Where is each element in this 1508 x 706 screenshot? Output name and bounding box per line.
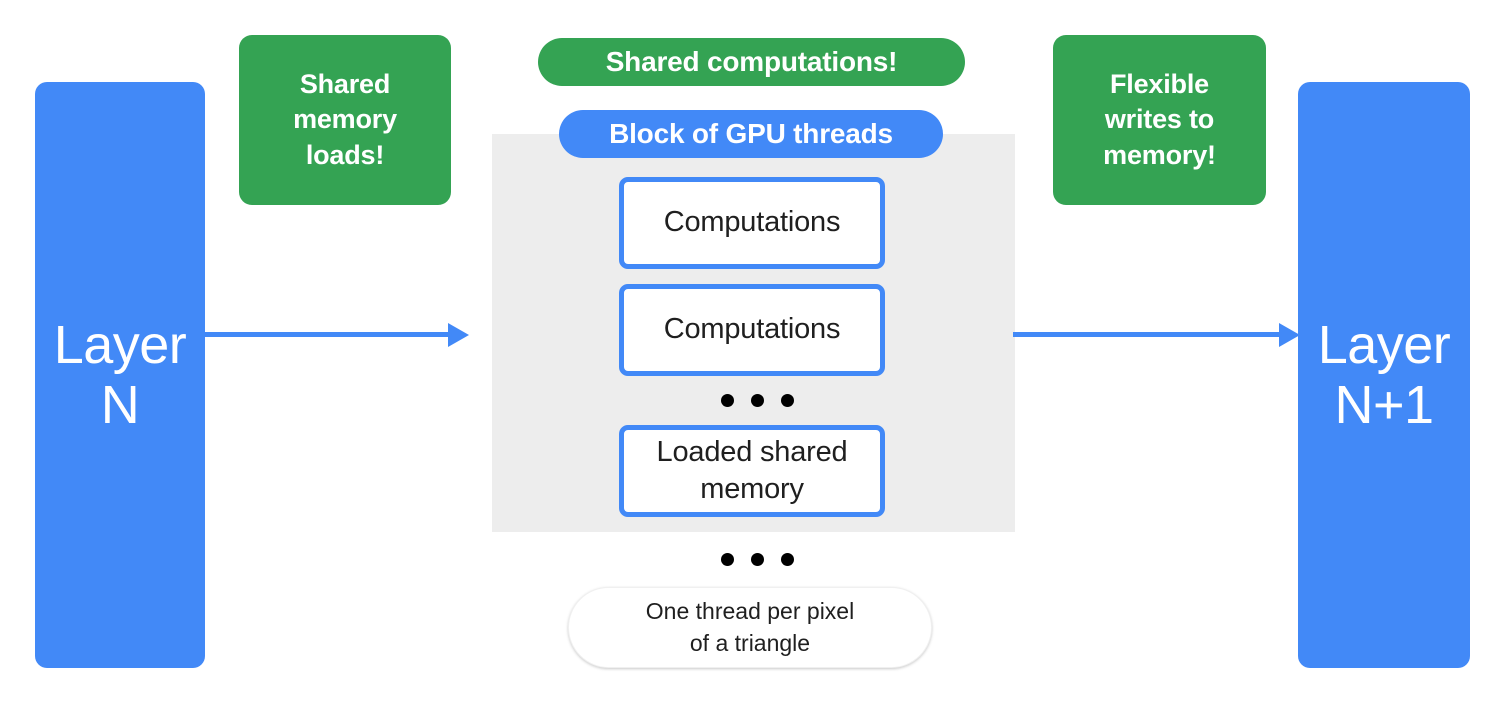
arrow-head [1279,323,1300,347]
pill-shared-computations: Shared computations! [538,38,965,86]
dot [751,394,764,407]
pill-block-of-gpu-threads: Block of GPU threads [559,110,943,158]
ellipsis-dots-icon [721,394,794,407]
dot [751,553,764,566]
thread-box: Computations [619,284,885,376]
arrow-into-block-icon [205,323,469,347]
dot [721,394,734,407]
callout-shared-memory-loads: Shared memory loads! [239,35,451,205]
arrow-shaft [1013,332,1281,337]
arrow-out-of-block-icon [1013,323,1300,347]
dot [781,553,794,566]
pill-one-thread-per-pixel: One thread per pixel of a triangle [568,587,932,668]
callout-flexible-writes-to-memory: Flexible writes to memory! [1053,35,1266,205]
thread-box: Loaded shared memory [619,425,885,517]
dot [781,394,794,407]
layer-n-plus-1-block: Layer N+1 [1298,82,1470,668]
ellipsis-dots-icon [721,553,794,566]
arrow-shaft [205,332,450,337]
arrow-head [448,323,469,347]
thread-box: Computations [619,177,885,269]
layer-n-block: Layer N [35,82,205,668]
dot [721,553,734,566]
